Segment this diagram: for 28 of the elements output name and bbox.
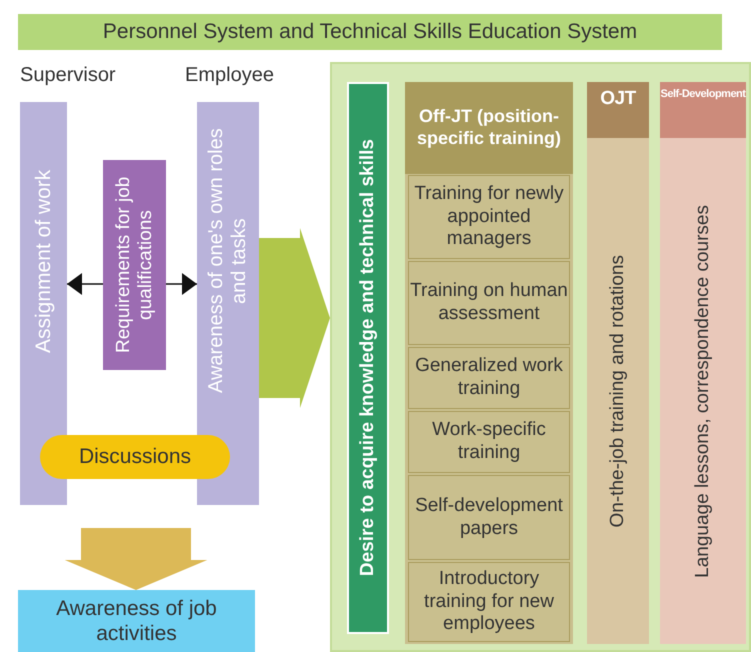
discussion-pill: Discussions xyxy=(40,435,230,479)
right-arrow xyxy=(259,228,330,408)
training-item: Training for newly appointed managers xyxy=(408,175,570,259)
vertical-text: Desire to acquire knowledge and technical skills xyxy=(357,139,379,577)
training-item: Generalized work training xyxy=(408,347,570,409)
motivation-bar xyxy=(347,82,389,634)
vertical-text: Requirements for job qualifications xyxy=(112,176,156,356)
training-item: Work-specific training xyxy=(408,411,570,473)
column-header: OJT xyxy=(587,82,649,138)
column-text: On-the-job training and rotations xyxy=(607,254,629,528)
training-item: Self-development papers xyxy=(408,475,570,560)
result-box: Awareness of job activities xyxy=(18,590,255,652)
down-arrow xyxy=(64,528,208,590)
column-header: Self-Development xyxy=(660,82,746,138)
requirements-box xyxy=(103,160,166,370)
training-panel xyxy=(330,62,751,652)
training-item: Training on human assessment xyxy=(408,261,570,345)
column-heading: Supervisor xyxy=(20,64,116,87)
title-banner: Personnel System and Technical Skills Education System xyxy=(18,14,722,50)
arrow xyxy=(166,273,197,295)
off-jt-column xyxy=(405,82,573,644)
column-text: Assignment of work xyxy=(32,168,56,355)
arrow xyxy=(67,273,103,295)
column-text: Awareness of one's own roles and tasks xyxy=(205,128,251,396)
column-heading: Employee xyxy=(185,64,274,87)
training-item: Introductory training for new employees xyxy=(408,562,570,642)
column-header: Off-JT (position-specific training) xyxy=(405,82,573,174)
column-text: Language lessons, correspondence courses xyxy=(692,204,714,578)
